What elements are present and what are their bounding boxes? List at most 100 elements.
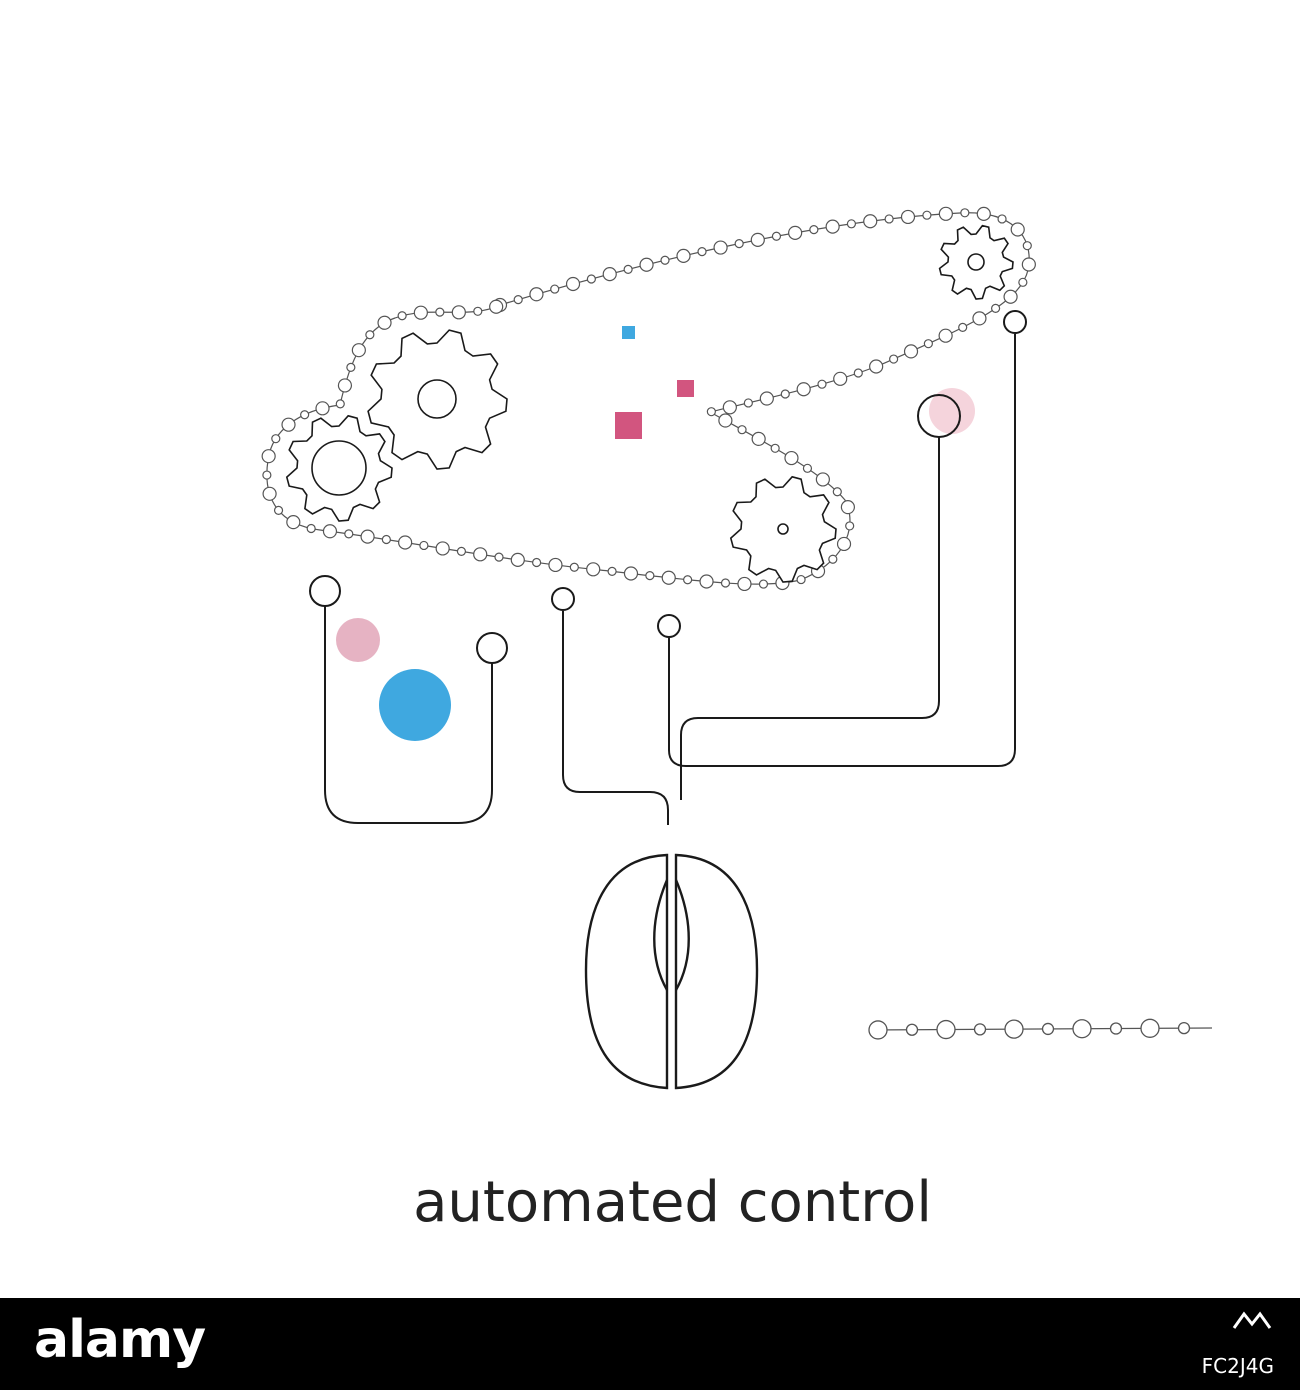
computer-mouse-icon: [584, 853, 759, 1090]
image-code: FC2J4G: [1201, 1354, 1274, 1378]
caption: automated control: [413, 1170, 932, 1235]
mouse-right-half: [674, 853, 759, 1090]
chain-link: [718, 413, 733, 428]
chain-link: [602, 267, 617, 282]
gear-icon: [367, 329, 508, 470]
mouse-left-half: [584, 853, 669, 1090]
blue-square: [622, 326, 635, 339]
chain-link: [936, 1019, 956, 1040]
chain-link: [683, 575, 693, 585]
gear-hub: [967, 253, 985, 271]
chain-link: [532, 557, 542, 568]
magenta-square: [677, 380, 694, 397]
chain-link: [1018, 277, 1028, 287]
pink-dot: [336, 618, 380, 662]
chain-link: [435, 541, 450, 556]
gear-icon: [938, 224, 1014, 300]
chain-link: [315, 401, 330, 416]
chain-link: [344, 529, 354, 539]
chain-link: [743, 398, 753, 408]
circuit-node: [1003, 310, 1027, 334]
chain-link: [802, 463, 813, 473]
circuit-wire: [680, 437, 940, 800]
illustration-canvas: [261, 206, 1213, 1090]
alamy-mark-icon: [1232, 1311, 1272, 1329]
chain-link: [494, 552, 504, 562]
gear-hub: [417, 379, 457, 419]
chain-link: [676, 248, 691, 263]
chain-link: [722, 400, 737, 415]
chain-link: [828, 554, 838, 564]
chain-link: [737, 576, 752, 592]
chain-link: [335, 399, 345, 409]
chain-link: [413, 305, 428, 320]
chain-link: [825, 219, 840, 234]
circuit-node: [551, 587, 575, 611]
chain-link: [751, 431, 766, 447]
chain-link: [796, 382, 811, 397]
chain-link: [734, 239, 744, 249]
chain-link: [796, 574, 806, 585]
chain-link: [377, 315, 392, 330]
gears: [285, 224, 1014, 583]
circuit-lines: [309, 310, 1027, 825]
chain-link: [972, 311, 987, 326]
chain-link: [771, 231, 782, 241]
chain-link: [884, 214, 894, 224]
circuit-node: [309, 575, 341, 607]
chain-link: [863, 214, 878, 229]
chain-link: [815, 472, 830, 487]
chain-link: [900, 209, 916, 225]
chain-link: [889, 354, 899, 364]
chain-link: [550, 284, 560, 294]
chain-link: [990, 303, 1001, 314]
chain-link: [1022, 241, 1032, 251]
chain-link: [261, 449, 276, 464]
circuit-wire: [324, 606, 493, 824]
chain-link: [832, 487, 842, 497]
chain-link: [360, 529, 375, 544]
chain-link: [840, 500, 855, 515]
chain-link: [706, 407, 716, 417]
gear-icon: [285, 414, 393, 522]
chain-link: [565, 276, 581, 292]
chain-link: [697, 247, 707, 257]
chain-link: [473, 306, 483, 316]
chain-link: [586, 562, 601, 577]
footer-bar: alamy FC2J4G: [0, 1298, 1300, 1390]
chain-link: [451, 305, 466, 320]
chain-link: [699, 574, 714, 589]
chain-link: [262, 470, 272, 480]
chain-link: [645, 571, 655, 581]
chain-link: [271, 434, 281, 444]
chain-link: [281, 417, 296, 432]
chain-link: [623, 566, 639, 581]
chain-link: [836, 536, 852, 552]
circuit-node: [476, 632, 508, 664]
chain-link: [770, 443, 780, 453]
chain-link: [529, 287, 544, 302]
chain-link: [853, 368, 863, 378]
light-pink-dot: [929, 388, 975, 434]
chain-link: [1140, 1018, 1160, 1038]
chain-link: [607, 566, 617, 576]
blue-dot: [379, 669, 451, 741]
chain-link: [1177, 1021, 1191, 1035]
chain-link: [365, 330, 375, 340]
chain-link: [720, 578, 731, 588]
chain-link: [784, 450, 799, 466]
chain-link: [381, 534, 391, 545]
chain-link: [548, 557, 563, 573]
chain-link: [435, 307, 445, 317]
chain-link: [513, 294, 523, 305]
chain-link: [456, 546, 467, 557]
alamy-logo: alamy: [34, 1310, 206, 1370]
chain-track: [869, 1027, 1213, 1031]
circuit-wire: [562, 611, 669, 825]
chain-link: [322, 524, 338, 539]
chain-link: [286, 515, 301, 530]
chain-link: [903, 344, 919, 359]
chain-link: [397, 311, 407, 321]
chain-link: [489, 299, 504, 314]
chain-link: [337, 378, 353, 393]
